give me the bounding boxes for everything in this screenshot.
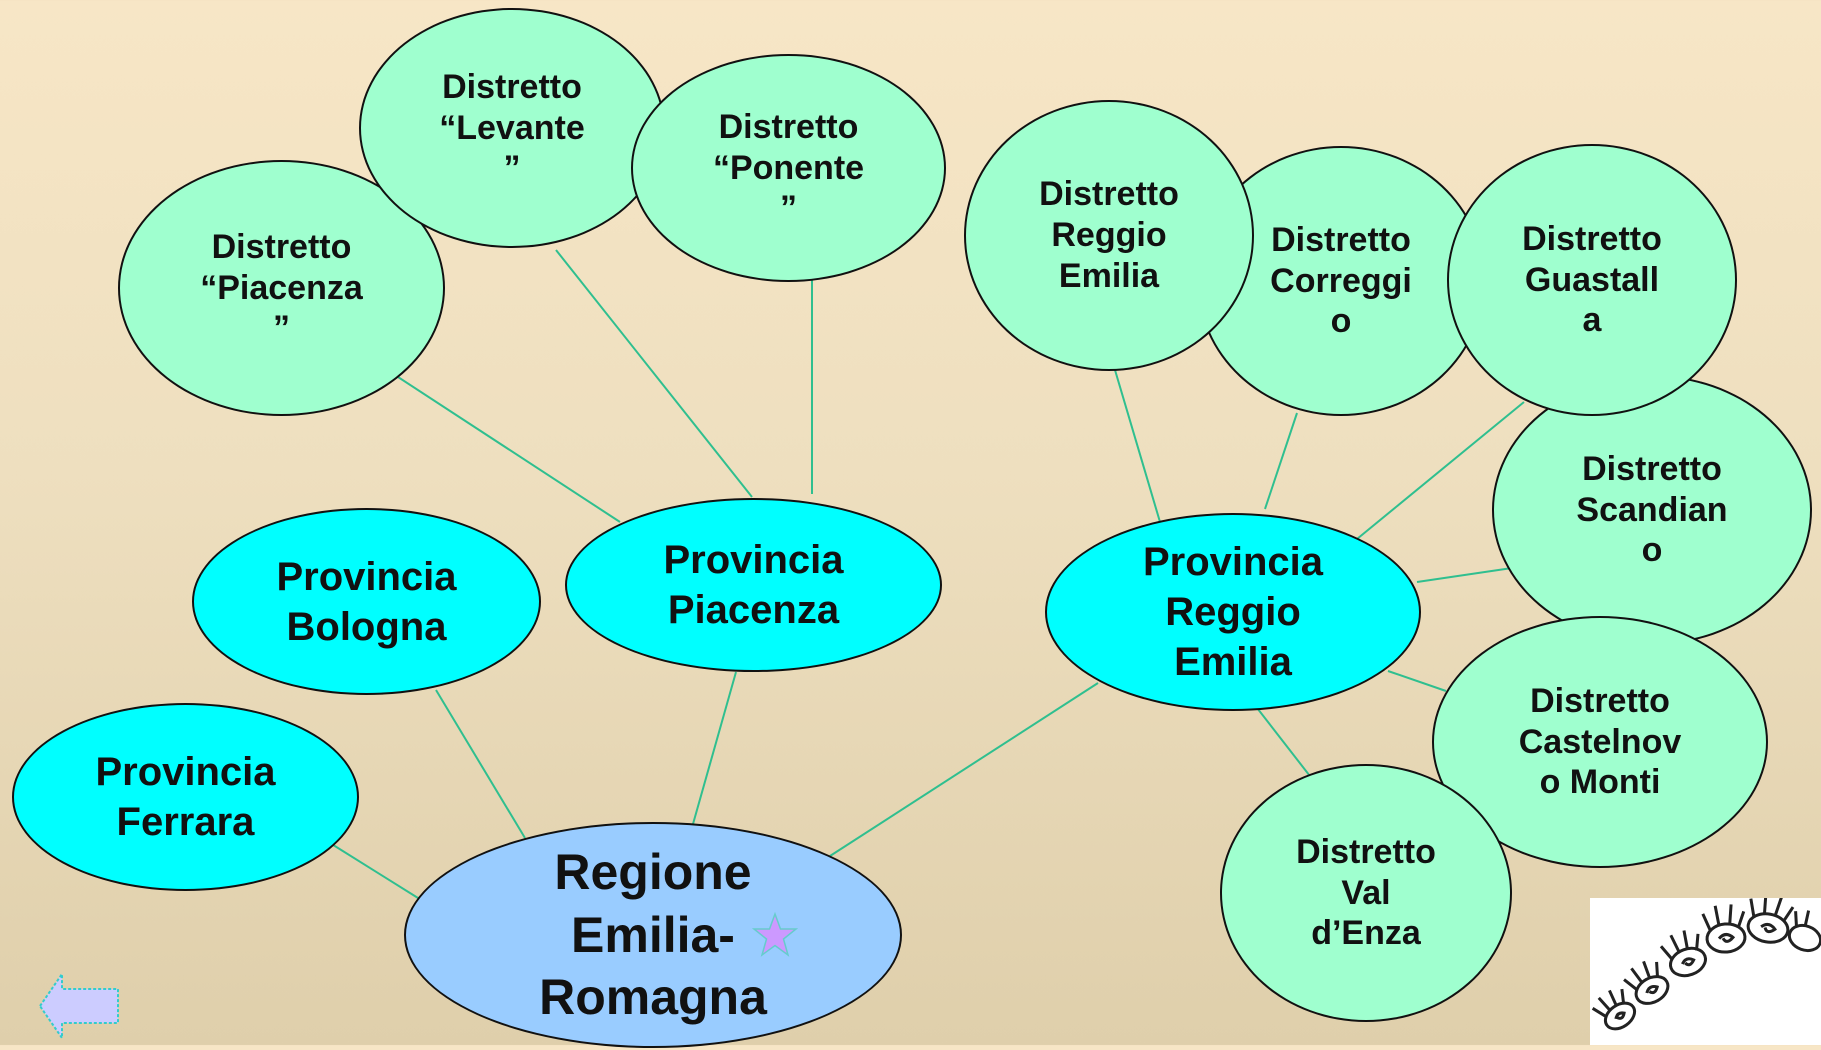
- region-node-emilia-romagna: Regione Emilia- Romagna: [404, 822, 902, 1048]
- district-node-reggio-emilia: Distretto Reggio Emilia: [964, 100, 1254, 371]
- district-node-val-enza: Distretto Val d’Enza: [1220, 764, 1512, 1022]
- star-icon: [752, 912, 798, 957]
- connector-piacenza-distretto-piacenza: [397, 376, 621, 523]
- province-label-reggio-emilia: Provincia Reggio Emilia: [1142, 540, 1324, 684]
- connector-reggio-correggio: [1264, 412, 1298, 510]
- province-node-bologna: Provincia Bologna: [192, 508, 541, 695]
- connector-region-ferrara: [329, 842, 419, 899]
- region-label: Regione Emilia- Romagna: [539, 844, 767, 1026]
- connector-region-bologna: [435, 689, 526, 839]
- district-label-ponente: Distretto “Ponente ”: [712, 107, 865, 228]
- connector-reggio-val-enza: [1253, 703, 1314, 781]
- province-node-piacenza: Provincia Piacenza: [565, 498, 942, 672]
- province-node-reggio-emilia: Provincia Reggio Emilia: [1045, 513, 1421, 711]
- province-label-ferrara: Provincia Ferrara: [95, 750, 276, 844]
- province-node-ferrara: Provincia Ferrara: [12, 703, 359, 891]
- connector-region-piacenza: [692, 671, 737, 825]
- connector-reggio-scandiano: [1416, 567, 1513, 583]
- district-node-piacenza: Distretto “Piacenza ”: [118, 160, 445, 416]
- district-label-correggio: Distretto Correggi o: [1270, 220, 1412, 341]
- district-label-levante: Distretto “Levante ”: [439, 67, 585, 188]
- connector-reggio-guastalla: [1356, 401, 1525, 540]
- district-label-castelnovo-monti: Distretto Castelnov o Monti: [1518, 681, 1682, 802]
- connector-reggio-castelnovo: [1387, 670, 1447, 692]
- hands-logo: [1590, 894, 1821, 1045]
- connector-reggio-distretto-reggio: [1114, 369, 1161, 523]
- back-arrow-icon[interactable]: [38, 972, 122, 1040]
- province-label-piacenza: Provincia Piacenza: [663, 538, 844, 632]
- district-label-reggio-emilia: Distretto Reggio Emilia: [1039, 175, 1179, 295]
- hands-logo-graphic: [1591, 894, 1821, 1031]
- district-label-val-enza: Distretto Val d’Enza: [1296, 832, 1436, 953]
- connector-region-reggio: [829, 682, 1099, 857]
- district-label-piacenza: Distretto “Piacenza ”: [200, 227, 363, 348]
- connector-piacenza-levante: [555, 249, 753, 498]
- province-label-bologna: Provincia Bologna: [276, 554, 457, 649]
- district-label-guastalla: Distretto Guastall a: [1522, 219, 1662, 340]
- district-node-ponente: Distretto “Ponente ”: [631, 54, 946, 282]
- district-label-scandiano: Distretto Scandian o: [1576, 449, 1728, 570]
- district-node-scandiano: Distretto Scandian o: [1492, 375, 1812, 645]
- district-node-guastalla: Distretto Guastall a: [1447, 144, 1737, 416]
- district-node-levante: Distretto “Levante ”: [359, 8, 665, 248]
